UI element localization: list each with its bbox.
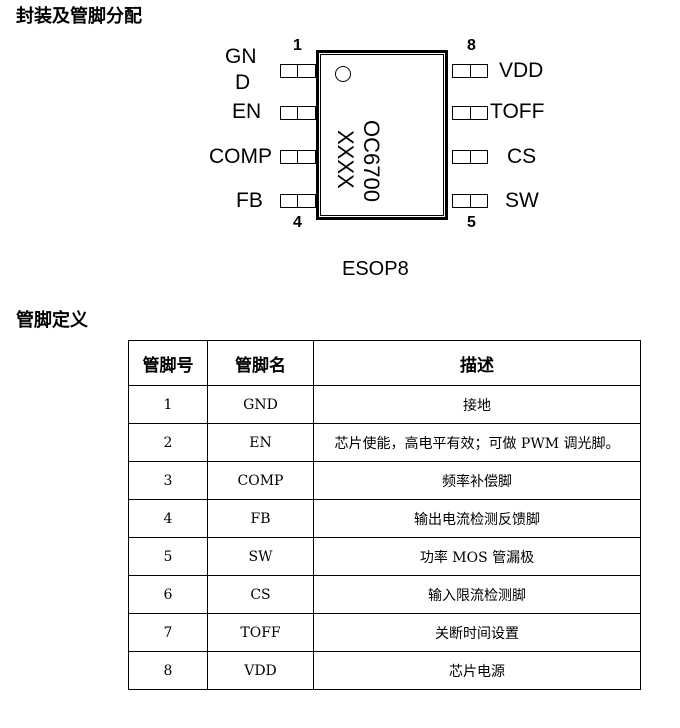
ic-marking-part-number: OC6700 — [359, 120, 384, 202]
cell-pin-name: COMP — [207, 461, 314, 500]
table-row: 1 GND 接地 — [128, 385, 641, 424]
pin-label-gnd-part2: D — [235, 71, 251, 94]
cell-description: 接地 — [313, 385, 641, 424]
pin-lead-2 — [280, 106, 316, 120]
cell-pin-number: 4 — [128, 499, 208, 538]
header-pin-name: 管脚名 — [207, 340, 314, 386]
pin-lead-4 — [280, 194, 316, 208]
pin-lead-8 — [452, 64, 488, 78]
table-header-row: 管脚号 管脚名 描述 — [128, 340, 641, 386]
cell-description: 输出电流检测反馈脚 — [313, 499, 641, 538]
table-row: 4 FB 输出电流检测反馈脚 — [128, 499, 641, 538]
cell-pin-number: 3 — [128, 461, 208, 500]
cell-description: 频率补偿脚 — [313, 461, 641, 500]
cell-pin-number: 6 — [128, 575, 208, 614]
pin-label-fb: FB — [236, 189, 263, 212]
table-row: 3 COMP 频率补偿脚 — [128, 461, 641, 500]
ic-package-inner-border — [320, 54, 444, 216]
cell-description: 功率 MOS 管漏极 — [313, 537, 641, 576]
cell-pin-number: 1 — [128, 385, 208, 424]
cell-description: 关断时间设置 — [313, 613, 641, 652]
pin-lead-7 — [452, 106, 488, 120]
cell-pin-name: TOFF — [207, 613, 314, 652]
cell-pin-number: 7 — [128, 613, 208, 652]
cell-pin-name: CS — [207, 575, 314, 614]
cell-description: 芯片电源 — [313, 651, 641, 690]
table-row: 5 SW 功率 MOS 管漏极 — [128, 537, 641, 576]
pin-definition-table: 管脚号 管脚名 描述 1 GND 接地 2 EN 芯片使能，高电平有效；可做 P… — [128, 340, 641, 690]
cell-pin-number: 2 — [128, 423, 208, 462]
header-description: 描述 — [313, 340, 641, 386]
pin1-indicator-dot — [335, 66, 351, 82]
ic-marking-date-code: XXXX — [333, 130, 358, 189]
pin-label-comp: COMP — [209, 145, 272, 168]
pin-number-1: 1 — [293, 37, 302, 54]
pin-label-gnd-part1: GN — [225, 45, 257, 68]
table-row: 6 CS 输入限流检测脚 — [128, 575, 641, 614]
package-name: ESOP8 — [342, 258, 409, 280]
header-pin-number: 管脚号 — [128, 340, 208, 386]
cell-pin-number: 8 — [128, 651, 208, 690]
package-section-title: 封装及管脚分配 — [16, 6, 142, 27]
cell-pin-number: 5 — [128, 537, 208, 576]
pin-definition-section-title: 管脚定义 — [16, 310, 88, 331]
cell-pin-name: FB — [207, 499, 314, 538]
pin-lead-3 — [280, 150, 316, 164]
pin-label-vdd: VDD — [499, 59, 544, 82]
table-row: 8 VDD 芯片电源 — [128, 651, 641, 690]
cell-pin-name: SW — [207, 537, 314, 576]
cell-pin-name: VDD — [207, 651, 314, 690]
cell-pin-name: EN — [207, 423, 314, 462]
pin-label-toff: TOFF — [490, 100, 545, 123]
cell-pin-name: GND — [207, 385, 314, 424]
cell-description: 输入限流检测脚 — [313, 575, 641, 614]
pin-label-cs: CS — [507, 145, 537, 168]
pin-label-en: EN — [232, 100, 262, 123]
pin-number-4: 4 — [293, 214, 302, 231]
pin-lead-5 — [452, 194, 488, 208]
pin-lead-1 — [280, 64, 316, 78]
pin-number-5: 5 — [467, 214, 476, 231]
pin-label-sw: SW — [505, 189, 539, 212]
pin-number-8: 8 — [467, 37, 476, 54]
table-row: 7 TOFF 关断时间设置 — [128, 613, 641, 652]
ic-package-body — [316, 50, 448, 220]
pin-lead-6 — [452, 150, 488, 164]
table-row: 2 EN 芯片使能，高电平有效；可做 PWM 调光脚。 — [128, 423, 641, 462]
cell-description: 芯片使能，高电平有效；可做 PWM 调光脚。 — [313, 423, 641, 462]
